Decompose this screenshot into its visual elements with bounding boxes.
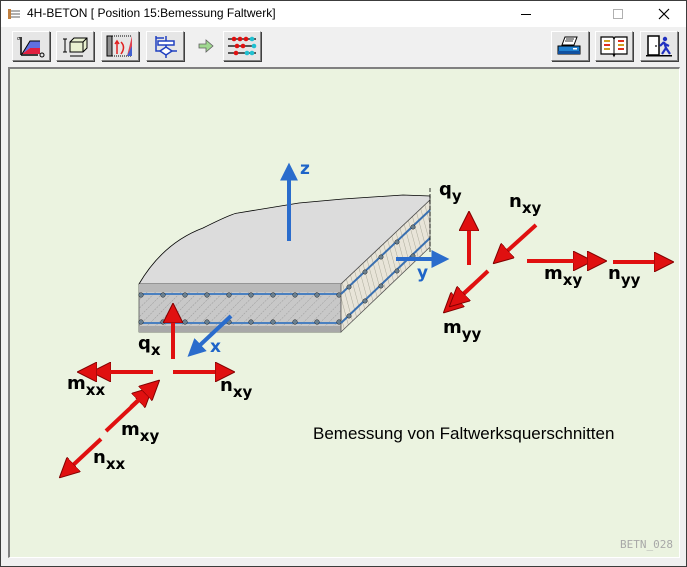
title-bar: 4H-BETON [ Position 15:Bemessung Faltwer… — [1, 1, 686, 27]
rebar-dot — [362, 298, 368, 304]
rebar-dot — [378, 283, 384, 289]
plate-diagram — [10, 162, 680, 558]
plate-top-surface — [138, 194, 431, 285]
nxx-arrow — [71, 437, 103, 467]
maximize-button[interactable] — [595, 1, 641, 27]
rebar-dot — [292, 319, 298, 325]
myy-label: myy — [443, 317, 482, 343]
diagram-caption: Bemessung von Faltwerksquerschnitten — [313, 424, 615, 443]
rebar-dot — [138, 319, 144, 325]
rebar-dot — [270, 319, 276, 325]
z-axis-label: z — [300, 159, 310, 179]
rebar-dot — [394, 268, 400, 274]
app-icon — [8, 9, 20, 19]
nyy-label: nyy — [608, 263, 641, 289]
rebar-dot — [346, 284, 352, 290]
rebar-dot — [394, 239, 400, 245]
moment-load-icon — [106, 35, 132, 57]
reinforcement-bars-icon — [228, 36, 257, 56]
rebar-dot — [314, 292, 320, 298]
reinforcement-bars-button[interactable] — [223, 31, 261, 61]
rebar-dot — [346, 313, 352, 319]
minimize-icon — [521, 14, 531, 15]
manual-button[interactable] — [595, 31, 633, 61]
window-title: 4H-BETON [ Position 15:Bemessung Faltwer… — [27, 6, 276, 20]
minimize-button[interactable] — [503, 1, 549, 27]
nxy-right-label: nxy — [509, 191, 542, 217]
x-axis-label: x — [210, 337, 221, 357]
rebar-dot — [248, 319, 254, 325]
moment-load-button[interactable] — [101, 31, 139, 61]
rebar-dot — [204, 292, 210, 298]
print-button[interactable] — [551, 31, 589, 61]
nxx-label: nxx — [93, 447, 126, 473]
nxy-left-label: nxy — [220, 375, 253, 401]
figure-code: BETN_028 — [620, 538, 673, 551]
qx-label: qx — [138, 333, 161, 359]
plate-side-face — [340, 199, 431, 333]
diagram-canvas: z y x qy nxy mxy nyy myy qx mxx nxy mxy … — [8, 67, 680, 558]
rebar-dot — [226, 292, 232, 298]
maximize-icon — [613, 9, 623, 19]
rebar-dot — [160, 319, 166, 325]
mxx-label: mxx — [67, 373, 106, 399]
rebar-dot — [182, 319, 188, 325]
rebar-dot — [378, 254, 384, 260]
rebar-dots-front — [138, 292, 342, 325]
arrow-right-icon — [198, 39, 214, 53]
flowchart-button[interactable] — [146, 31, 184, 61]
rebar-dot — [248, 292, 254, 298]
mxy-right-label: mxy — [544, 263, 583, 289]
rebar-dot — [410, 224, 416, 230]
exit-door-icon — [646, 35, 672, 57]
rebar-dot — [362, 269, 368, 275]
cross-section-button[interactable] — [56, 31, 94, 61]
close-icon — [658, 8, 670, 20]
svg-text:σ: σ — [17, 36, 21, 42]
rebar-dot — [160, 292, 166, 298]
rebar-dot — [182, 292, 188, 298]
y-axis-label: y — [417, 263, 429, 283]
nxy-right-arrow — [505, 223, 538, 253]
cross-section-box-icon — [63, 37, 88, 57]
rebar-dot — [292, 292, 298, 298]
rebar-dot — [204, 319, 210, 325]
rebar-dot — [270, 292, 276, 298]
rebar-dots-side — [346, 224, 416, 319]
rebar-dot — [314, 319, 320, 325]
printer-icon — [557, 36, 581, 55]
book-icon — [600, 36, 628, 58]
rebar-dot — [138, 292, 144, 298]
flowchart-icon — [155, 36, 177, 58]
toolbar: σ — [1, 27, 686, 67]
x-axis-arrow — [187, 314, 233, 357]
mxy-left-label: mxy — [121, 419, 160, 445]
exit-button[interactable] — [640, 31, 678, 61]
close-button[interactable] — [641, 1, 687, 27]
qy-label: qy — [439, 179, 462, 205]
stress-diagram-button[interactable]: σ — [12, 31, 50, 61]
stress-diagram-icon: σ — [17, 36, 45, 58]
